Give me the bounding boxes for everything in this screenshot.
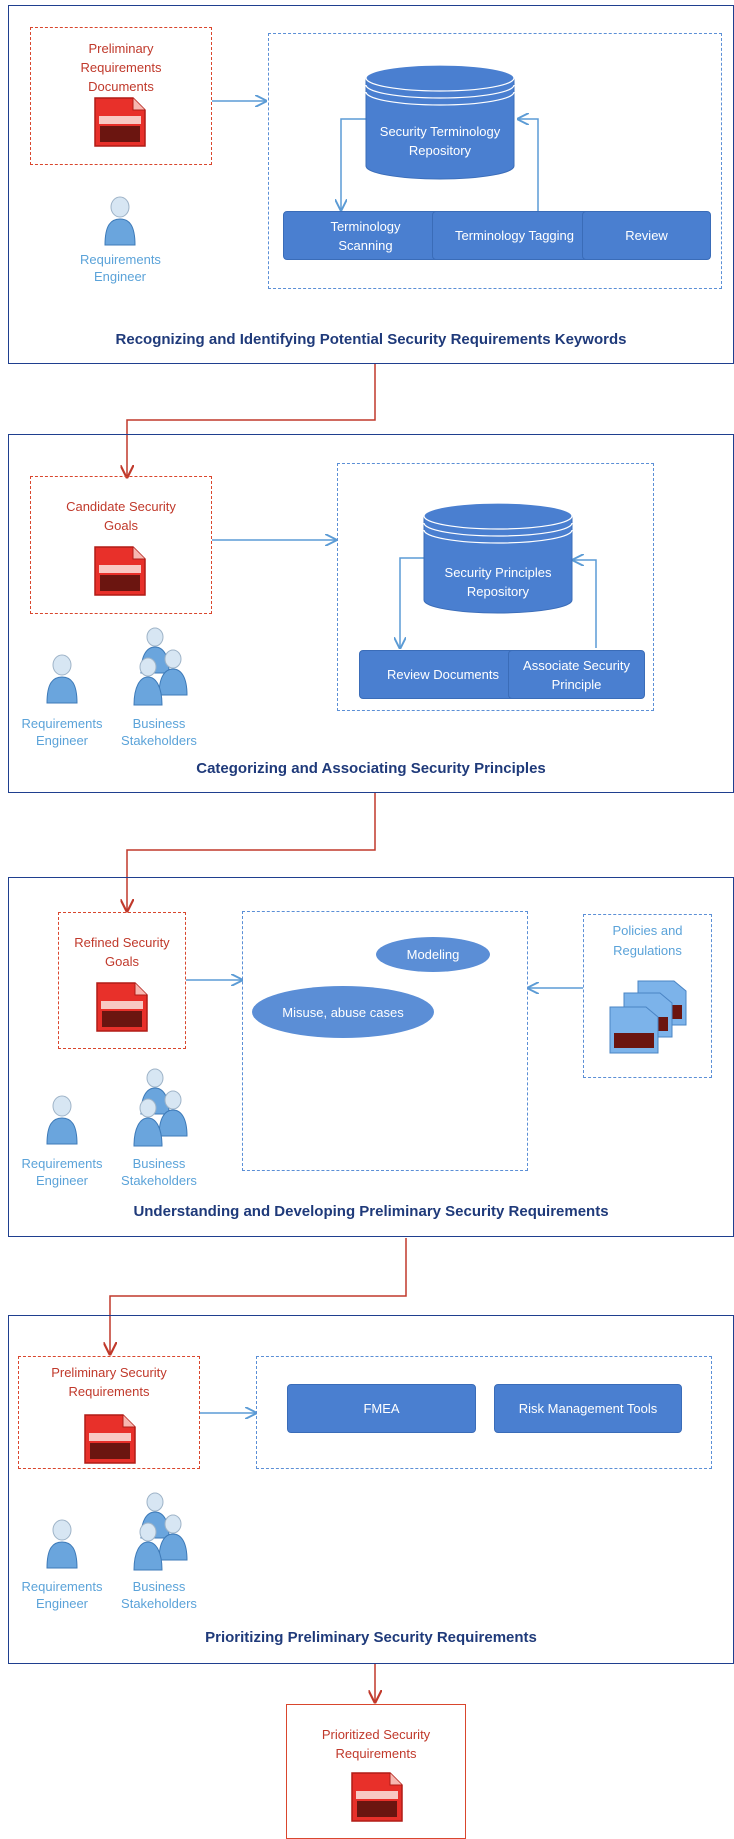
- document-icon: [84, 1414, 136, 1464]
- process-terminology-tagging: Terminology Tagging: [432, 211, 597, 260]
- documents-stack-icon: [609, 980, 687, 1054]
- phase-1-title: Recognizing and Identifying Potential Se…: [115, 331, 627, 348]
- group-icon: [133, 627, 188, 706]
- person-icon: [46, 1095, 78, 1145]
- activity-modeling: Modeling: [376, 937, 490, 972]
- phase-3-business-stakeholders: Business Stakeholders: [104, 1066, 214, 1191]
- flow-arrow-3-4: [110, 1238, 407, 1354]
- document-icon: [351, 1772, 403, 1822]
- phase-2-process-area: [337, 463, 654, 711]
- phase-3-requirements-engineer: Requirements Engineer: [2, 1094, 122, 1189]
- activity-misuse-abuse-cases: Misuse, abuse cases: [252, 986, 434, 1038]
- phase-4-title: Prioritizing Preliminary Security Requir…: [205, 1629, 537, 1646]
- process-terminology-scanning: Terminology Scanning: [283, 211, 448, 260]
- process-risk-management-tools: Risk Management Tools: [494, 1384, 682, 1433]
- person-icon: [46, 1519, 78, 1569]
- role-label: Requirements Engineer: [80, 252, 161, 284]
- phase-4-process-area: [256, 1356, 712, 1469]
- policies-regulations-box: Policies and Regulations: [583, 914, 712, 1078]
- phase-4-input-doc-box: Preliminary Security Requirements: [18, 1356, 200, 1469]
- output-doc-box: Prioritized Security Requirements: [286, 1704, 466, 1839]
- role-label: Business Stakeholders: [121, 1579, 197, 1611]
- phase-2-business-stakeholders: Business Stakeholders: [104, 625, 214, 750]
- process-review-documents: Review Documents: [359, 650, 527, 699]
- person-icon: [104, 196, 136, 246]
- person-icon: [46, 654, 78, 704]
- phase-4-input-doc-label: Preliminary Security Requirements: [51, 1365, 167, 1399]
- phase-2-title: Categorizing and Associating Security Pr…: [196, 760, 546, 777]
- flow-arrow-2-3: [127, 793, 376, 911]
- phase-3-title: Understanding and Developing Preliminary…: [133, 1203, 609, 1220]
- associate-to-repo-arrow: [573, 560, 597, 648]
- tagging-to-repo-arrow: [518, 119, 539, 211]
- phase-2-input-doc-box: Candidate Security Goals: [30, 476, 212, 614]
- phase-3-process-area: [242, 911, 528, 1171]
- document-icon: [94, 546, 146, 596]
- phase-1-input-doc-label: Preliminary Requirements Documents: [80, 41, 162, 94]
- role-label: Requirements Engineer: [21, 1579, 103, 1611]
- group-icon: [133, 1492, 188, 1571]
- role-label: Business Stakeholders: [121, 716, 197, 748]
- phase-1-input-doc-box: Preliminary Requirements Documents: [30, 27, 212, 165]
- flow-arrow-1-2: [127, 364, 376, 477]
- phase-1-process-area: [268, 33, 722, 289]
- repo-to-review-docs-arrow: [400, 557, 424, 648]
- process-associate-security-principle: Associate Security Principle: [508, 650, 645, 699]
- phase-3-input-doc-box: Refined Security Goals: [58, 912, 186, 1049]
- security-terminology-repository-label: Security Terminology Repository: [379, 124, 501, 158]
- phase-4-requirements-engineer: Requirements Engineer: [2, 1518, 122, 1613]
- security-terminology-repository-icon: [365, 64, 515, 180]
- role-label: Business Stakeholders: [121, 1156, 197, 1188]
- security-principles-repository-label: Security Principles Repository: [444, 565, 552, 599]
- process-fmea: FMEA: [287, 1384, 476, 1433]
- process-review: Review: [582, 211, 711, 260]
- phase-4-business-stakeholders: Business Stakeholders: [104, 1490, 214, 1615]
- repo-to-scanning-arrow: [341, 118, 368, 210]
- phase-2-requirements-engineer: Requirements Engineer: [2, 653, 122, 748]
- role-label: Requirements Engineer: [21, 716, 103, 748]
- group-icon: [133, 1068, 188, 1147]
- security-principles-repository-icon: [423, 502, 573, 614]
- document-icon: [96, 982, 148, 1032]
- role-label: Requirements Engineer: [21, 1156, 103, 1188]
- phase-1-requirements-engineer: Requirements Engineer: [60, 195, 180, 290]
- policies-regulations-label: Policies and Regulations: [612, 923, 683, 958]
- document-icon: [94, 97, 146, 147]
- output-doc-label: Prioritized Security Requirements: [321, 1727, 431, 1761]
- phase-3-input-doc-label: Refined Security Goals: [74, 935, 170, 969]
- phase-2-input-doc-label: Candidate Security Goals: [66, 499, 176, 533]
